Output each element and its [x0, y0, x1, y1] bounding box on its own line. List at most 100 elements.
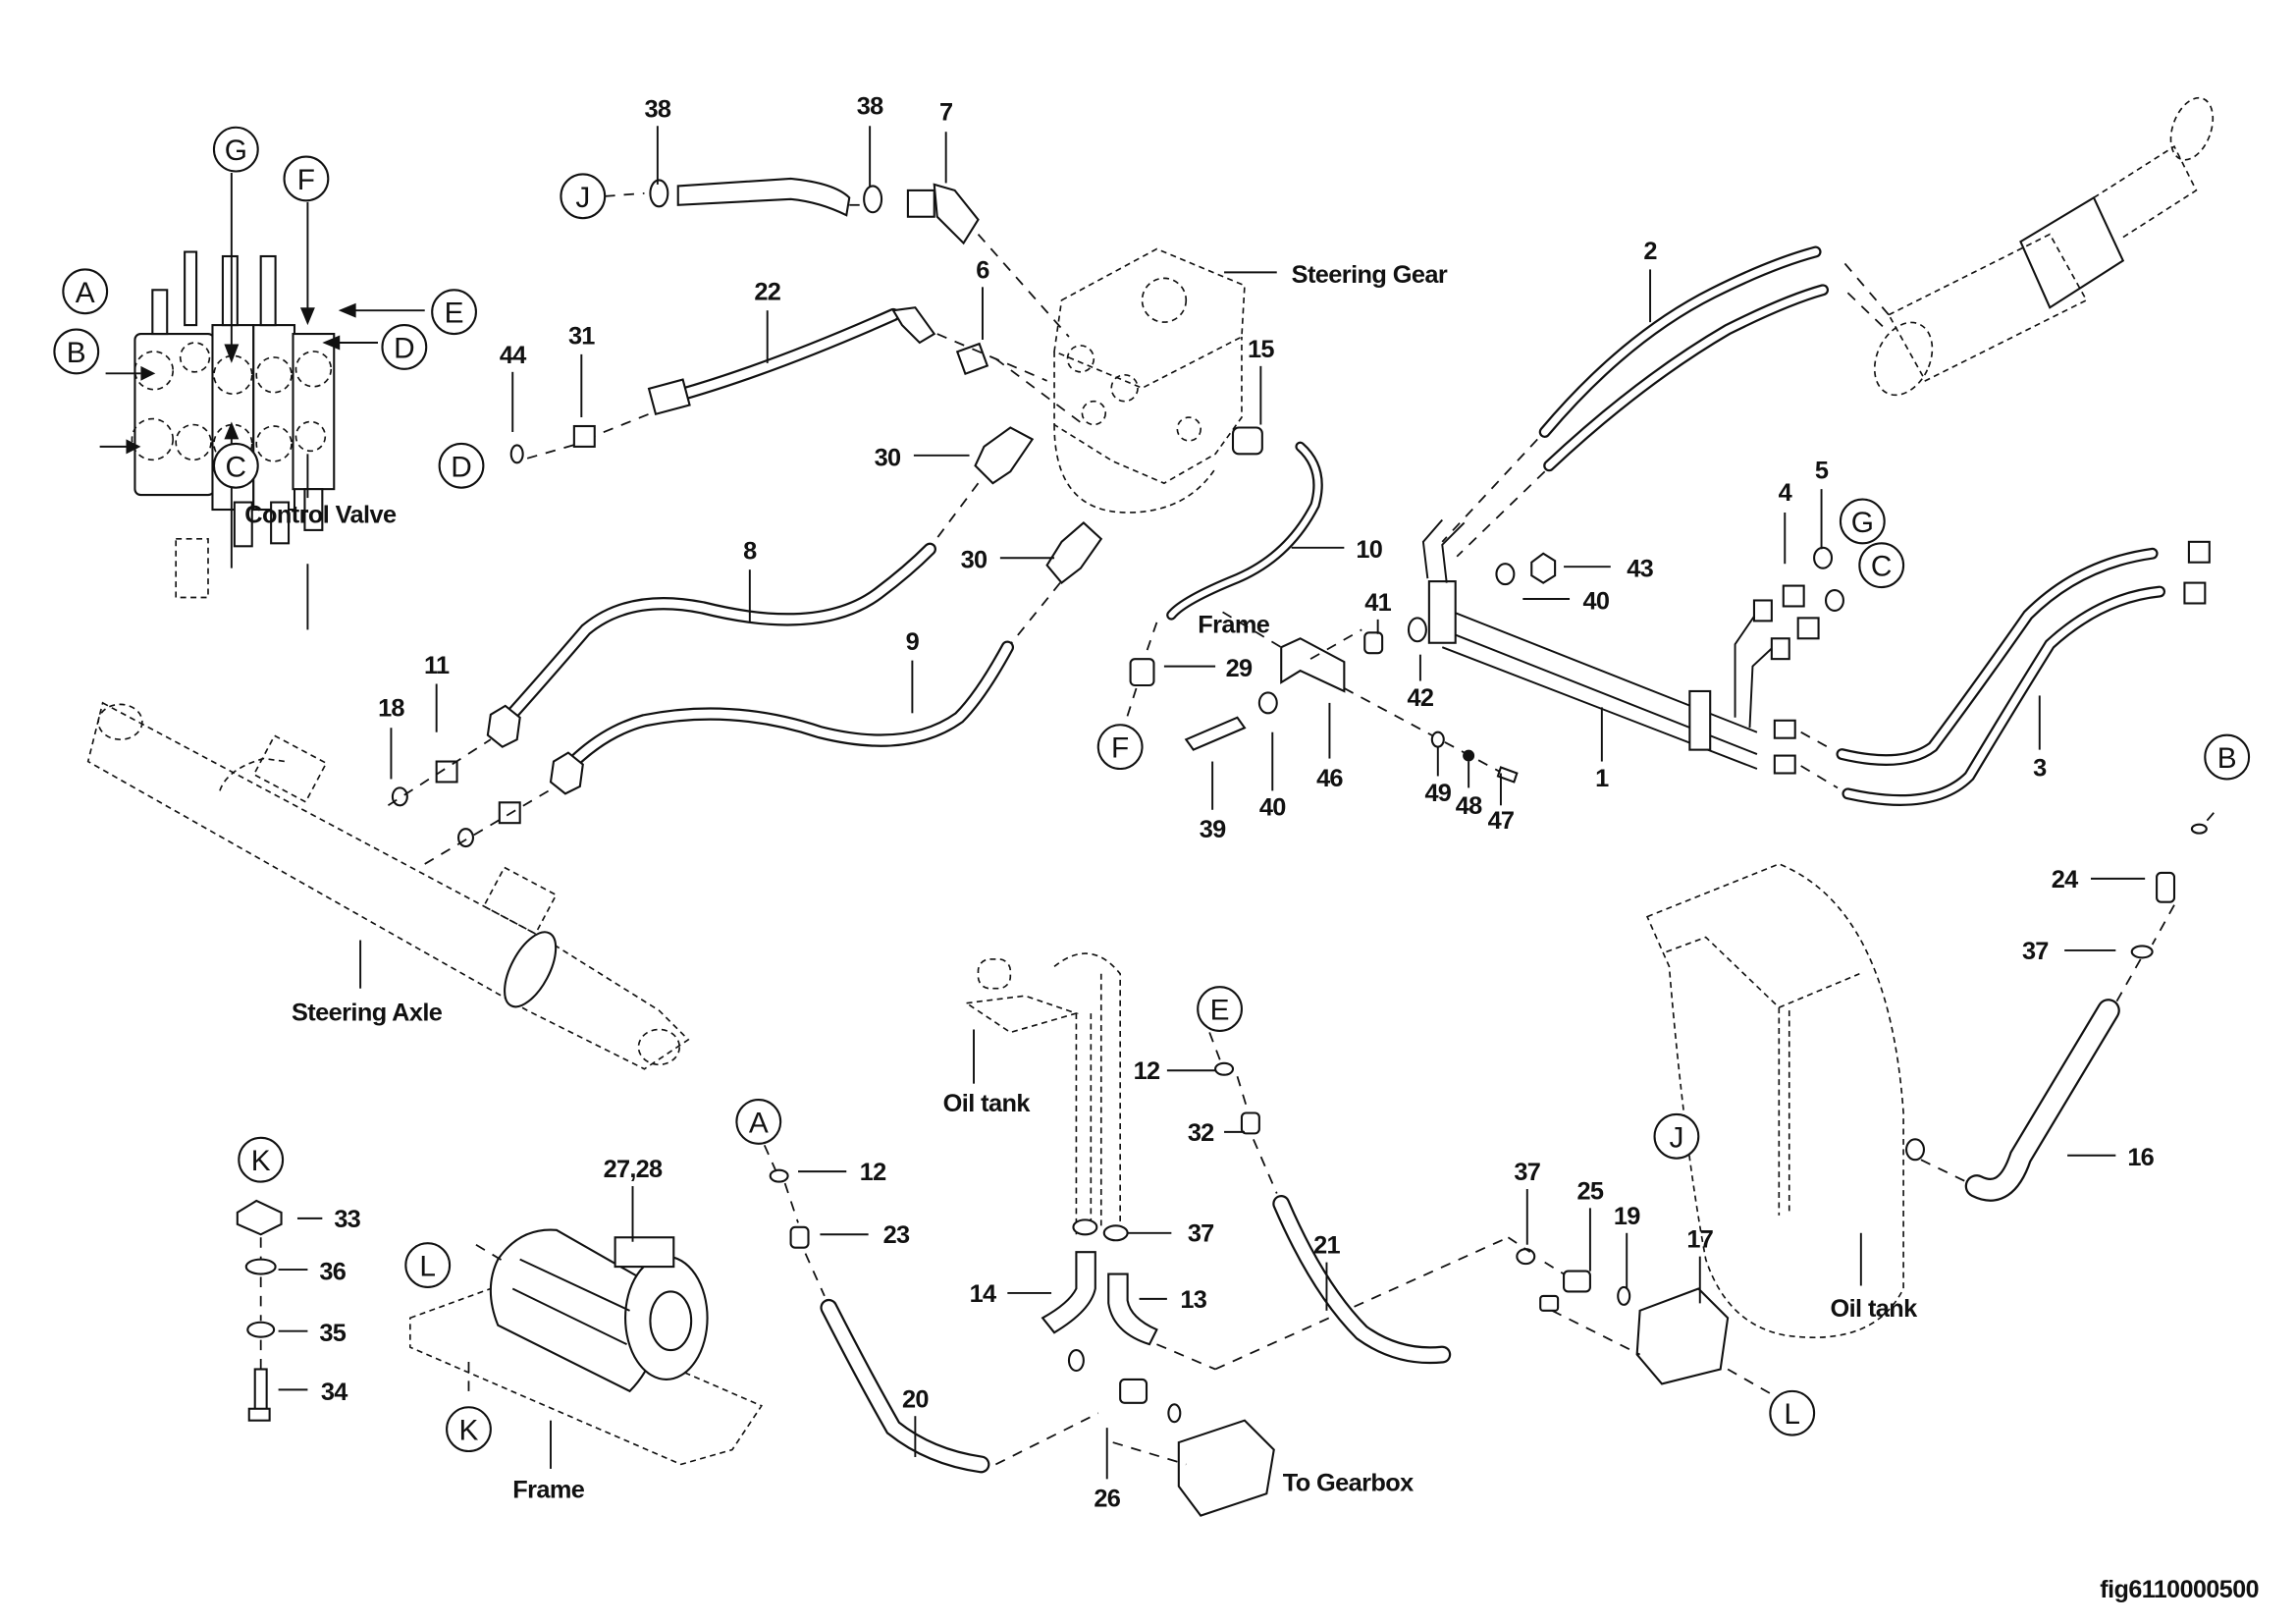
ref-circle-k: K [446, 1406, 492, 1453]
ref-circle-outline [1197, 986, 1243, 1033]
component-label-text: Control Valve [244, 501, 397, 528]
callout-number: 5 [1815, 458, 1829, 485]
callout-number: 10 [1356, 536, 1382, 564]
callout-7: 7 [939, 98, 953, 184]
ref-circle-j: J [1653, 1112, 1700, 1160]
callout-number: 21 [1313, 1232, 1340, 1260]
callout-6: 6 [976, 256, 990, 341]
callout-41: 41 [1364, 589, 1392, 634]
callout-number: 37 [2022, 938, 2049, 965]
pipe-1-hose-3-drawing [1421, 518, 2211, 806]
callout-number: 47 [1488, 807, 1515, 835]
component-label-text: Oil tank [1831, 1295, 1919, 1323]
ref-circle-outline [53, 328, 100, 375]
callout-number: 48 [1456, 792, 1482, 820]
ref-letter: L [1784, 1398, 1800, 1431]
callout-number: 17 [1686, 1226, 1713, 1254]
callout-34: 34 [278, 1379, 348, 1406]
ref-letter: B [2217, 742, 2237, 775]
callout-49: 49 [1424, 746, 1453, 807]
callout-number: 37 [1188, 1220, 1214, 1248]
callout-number: 42 [1408, 684, 1434, 712]
callout-number: 46 [1316, 765, 1343, 792]
callout-18: 18 [378, 694, 405, 780]
callout-38: 38 [857, 92, 884, 188]
ref-letter: C [226, 451, 247, 483]
ref-circle-c: C [212, 442, 259, 489]
callout-30: 30 [875, 444, 970, 471]
ref-circle-outline [735, 1099, 782, 1145]
ref-circle-outline [1653, 1112, 1700, 1160]
callout-number: 44 [500, 342, 526, 369]
callout-number: 25 [1577, 1177, 1604, 1205]
callout-number: 22 [754, 279, 780, 306]
component-label-text: Steering Axle [292, 1000, 443, 1027]
callout-number: 30 [961, 547, 988, 574]
ref-circle-outline [1096, 724, 1144, 771]
ref-letter: D [394, 332, 415, 364]
ref-circle-g: G [1839, 498, 1886, 545]
ref-letter: G [1851, 507, 1874, 539]
component-label-frame-1: Frame [1198, 611, 1270, 638]
callout-number: 8 [743, 538, 757, 566]
callout-9: 9 [906, 628, 920, 714]
callout-number: 43 [1627, 556, 1653, 583]
callout-number: 19 [1614, 1203, 1640, 1230]
callout-38: 38 [645, 95, 672, 185]
ref-letter: E [1210, 995, 1230, 1027]
steering-gear-drawing [994, 247, 1246, 514]
callout-47: 47 [1488, 773, 1515, 835]
ref-letter: B [67, 337, 86, 369]
callout-number: 16 [2127, 1144, 2154, 1171]
callout-5: 5 [1815, 458, 1830, 550]
callout-12: 12 [798, 1159, 887, 1186]
hoses-20-21-drawing [763, 1032, 1452, 1474]
callout-35: 35 [278, 1320, 347, 1347]
callout-37: 37 [1127, 1220, 1214, 1248]
callout-1: 1 [1595, 707, 1610, 792]
ref-circle-c: C [1858, 542, 1905, 589]
component-label-text: Frame [512, 1477, 585, 1504]
callout-number: 32 [1188, 1119, 1214, 1147]
ref-circle-d: D [381, 324, 428, 370]
callout-32: 32 [1188, 1119, 1245, 1147]
ref-circle-k: K [238, 1136, 285, 1183]
fastener-stack-drawing [236, 1199, 283, 1422]
callout-14: 14 [970, 1280, 1052, 1308]
ref-circle-a: A [62, 268, 109, 315]
ref-circle-f: F [1096, 724, 1144, 771]
callout-number: 18 [378, 694, 404, 722]
callout-42: 42 [1408, 654, 1435, 712]
callout-number: 30 [875, 444, 901, 471]
ref-letter: D [451, 451, 472, 483]
callout-20: 20 [902, 1385, 930, 1457]
ref-letter: A [76, 277, 95, 309]
callout-number: 26 [1094, 1486, 1120, 1513]
component-label-text: Steering Gear [1292, 261, 1448, 289]
ref-circle-outline [212, 442, 259, 489]
component-label-oil-tank-2: Oil tank [1831, 1232, 1919, 1323]
callout-25: 25 [1577, 1177, 1605, 1272]
callout-number: 34 [321, 1379, 347, 1406]
callout-21: 21 [1313, 1232, 1341, 1311]
callout-number: 2 [1643, 238, 1657, 265]
callout-number: 49 [1424, 780, 1451, 807]
component-label-to-gearbox: To Gearbox [1283, 1469, 1415, 1496]
callout-46: 46 [1316, 702, 1344, 792]
suction-hose-top [605, 177, 1070, 338]
callout-37: 37 [1514, 1159, 1541, 1245]
callout-10: 10 [1291, 536, 1383, 564]
callout-29: 29 [1163, 655, 1254, 682]
callout-number: 4 [1779, 479, 1792, 507]
callout-number: 38 [645, 95, 671, 123]
pump-17-drawing [1507, 1236, 1780, 1400]
callout-44: 44 [500, 342, 527, 432]
callout-24: 24 [2052, 866, 2146, 893]
ref-circle-l: L [1769, 1389, 1816, 1436]
component-label-steering-axle: Steering Axle [292, 940, 443, 1027]
callout-number: 1 [1595, 765, 1609, 792]
hose-2-and-cylinder-drawing [1441, 96, 2215, 558]
callout-number: 24 [2052, 866, 2078, 893]
